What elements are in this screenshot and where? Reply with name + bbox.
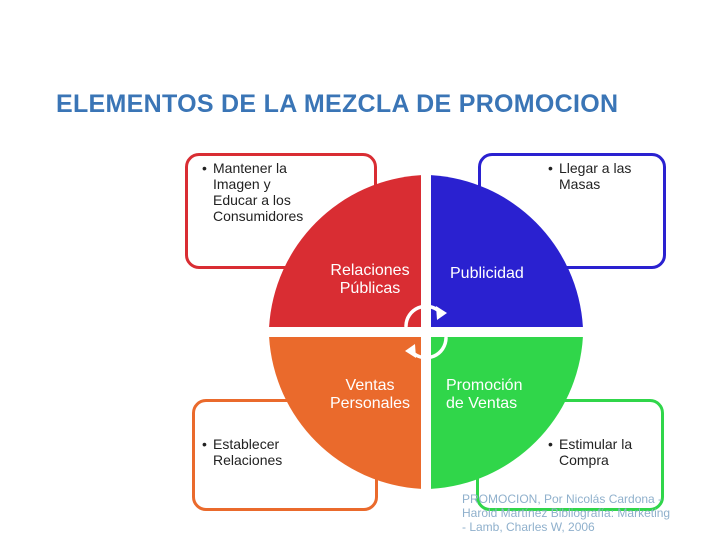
credit-footnote: PROMOCION, Por Nicolás Cardona - Harold …	[462, 492, 671, 534]
bullet-dot: •	[202, 436, 207, 452]
bullet-text-top-right: Llegar a las Masas	[559, 160, 632, 192]
bullet-bottom-right: • Estimular la Compra	[548, 436, 658, 468]
bullet-top-left: • Mantener la Imagen y Educar a los Cons…	[202, 160, 332, 224]
quadrant-label-promocion-ventas: Promoción de Ventas	[446, 377, 523, 412]
quadrant-promocion-ventas	[431, 337, 583, 489]
quadrant-relaciones-publicas	[269, 175, 421, 327]
cycle-arrows-icon	[404, 304, 448, 360]
bullet-text-top-left: Mantener la Imagen y Educar a los Consum…	[213, 160, 304, 224]
page-title: ELEMENTOS DE LA MEZCLA DE PROMOCION	[56, 90, 619, 118]
quadrant-label-publicidad: Publicidad	[450, 265, 524, 282]
bullet-dot: •	[548, 160, 553, 176]
quadrant-ventas-personales	[269, 337, 421, 489]
bullet-bottom-left: • Establecer Relaciones	[202, 436, 332, 468]
bullet-dot: •	[202, 160, 207, 176]
quadrant-label-relaciones-publicas: Relaciones Públicas	[330, 262, 410, 297]
bullet-top-right: • Llegar a las Masas	[548, 160, 658, 192]
quadrant-publicidad	[431, 175, 583, 327]
bullet-text-bottom-left: Establecer Relaciones	[213, 436, 283, 468]
bullet-dot: •	[548, 436, 553, 452]
quadrant-label-ventas-personales: Ventas Personales	[329, 377, 411, 412]
bullet-text-bottom-right: Estimular la Compra	[559, 436, 633, 468]
